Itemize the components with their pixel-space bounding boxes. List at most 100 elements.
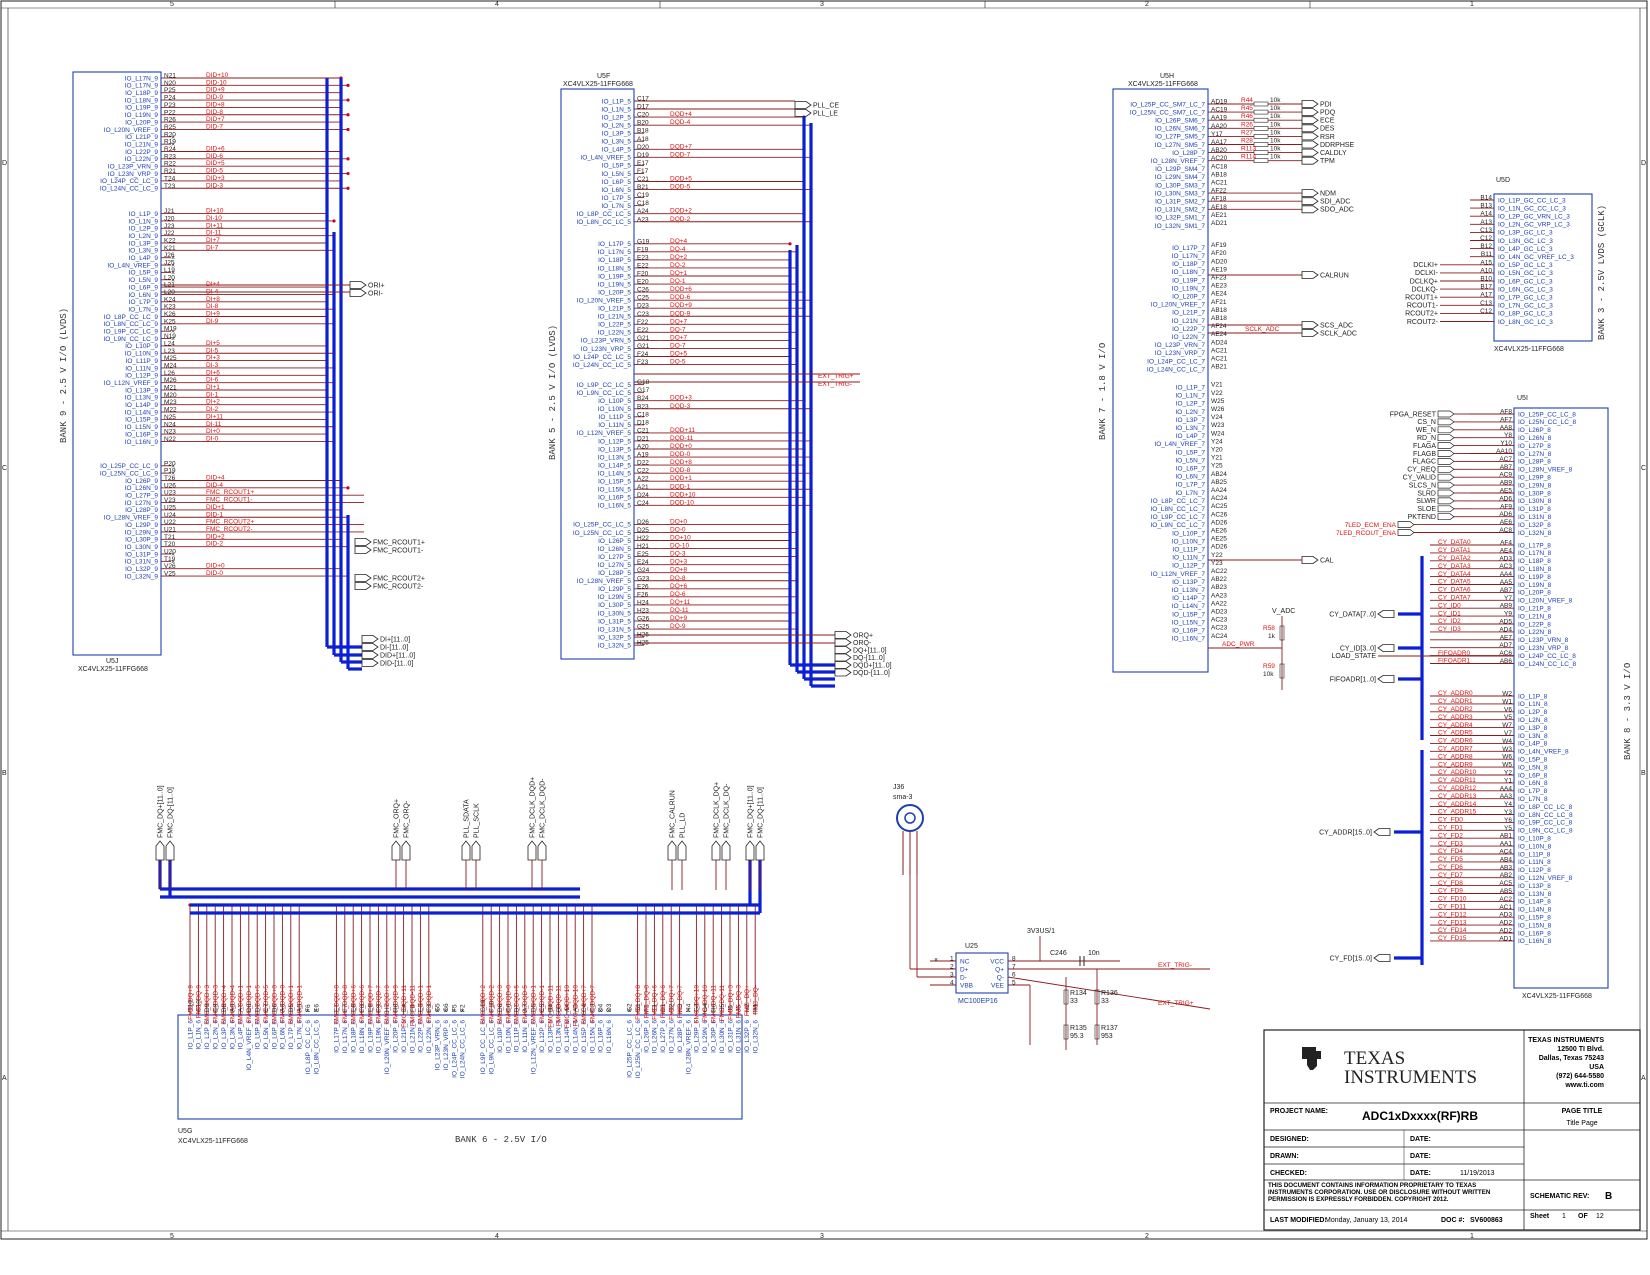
sclk-adc-port[interactable]: SCLK_ADC: [1320, 330, 1357, 337]
bank6-top-port-label[interactable]: FMC_ORQ+: [393, 799, 400, 838]
pll-port[interactable]: PLL_CE: [813, 102, 839, 109]
u5h-signal-port[interactable]: NDM: [1320, 191, 1336, 198]
bank6-top-port-label[interactable]: FMC_DQ+[11..0]: [747, 785, 754, 838]
connector-j36[interactable]: J36 sma-3: [893, 784, 924, 875]
pin-number: AC22: [1211, 568, 1228, 575]
bank6-top-port-label[interactable]: FMC_DQ-[11..0]: [757, 787, 764, 838]
pin-label: IO_L14P_6: [564, 1020, 571, 1053]
scs-adc-port[interactable]: SCS_ADC: [1320, 322, 1353, 329]
bus-port[interactable]: DID+[11..0]: [380, 652, 415, 659]
net-label: FMC_DQD+1: [531, 985, 538, 1025]
pin-number: U23: [164, 490, 176, 497]
net-label: DID-6: [206, 153, 223, 160]
net-label: DID-0: [206, 570, 223, 577]
pin-label: IO_L7P_6: [288, 1020, 295, 1050]
ori-port[interactable]: ORI-: [368, 290, 383, 297]
ori-port[interactable]: ORI+: [368, 282, 385, 289]
pin-label: IO_L8P_CC_LC_9: [104, 314, 159, 321]
bank6-top-port-label[interactable]: FMC_ORQ-: [403, 800, 410, 838]
bank6-top-port-label[interactable]: PLL_SCLK: [473, 803, 480, 838]
pin-label: IO_L22N_9: [125, 156, 159, 163]
calrun-port[interactable]: CALRUN: [1320, 272, 1349, 279]
pin-number: K22: [164, 238, 176, 245]
net-label: CY_FD0: [1438, 817, 1463, 824]
net-label: FMC_DQD-8: [342, 985, 349, 1023]
pin-number: AD24: [1211, 339, 1228, 346]
bus-port[interactable]: DQ+[11..0]: [853, 647, 887, 654]
pin-label: IO_L17N_8: [1518, 550, 1552, 557]
u5h-signal-port[interactable]: TPM: [1320, 158, 1335, 165]
bank6-top-port-label[interactable]: FMC_DCLK_DQD-: [539, 778, 546, 838]
pin-number: B23: [637, 403, 649, 410]
bank6-top-port-label[interactable]: FMC_CALRUN: [669, 790, 676, 838]
pin-number: C21: [637, 427, 649, 434]
pin-label: IO_L26N_6: [652, 1020, 659, 1054]
cy-data-bus-port[interactable]: CY_DATA[7..0]: [1329, 611, 1376, 618]
fmc-rcout1-port[interactable]: FMC_RCOUT1-: [373, 547, 424, 554]
bank6-top-port-label[interactable]: FMC_DQ-[11..0]: [167, 787, 174, 838]
cy-addr-bus-port[interactable]: CY_ADDR[15..0]: [1319, 829, 1372, 836]
bus-port[interactable]: DQ-[11..0]: [853, 655, 885, 662]
pin-label: IO_L8N_CC_LC_8: [1518, 812, 1573, 819]
cal-port[interactable]: CAL: [1320, 557, 1334, 564]
bus-port[interactable]: ORQ+: [853, 632, 873, 639]
bank6-top-port-label[interactable]: FMC_DQ+[11..0]: [157, 785, 164, 838]
zone-number-top: 2: [1145, 1, 1149, 8]
fmc-rcout1-port[interactable]: FMC_RCOUT1+: [373, 539, 425, 546]
u5h-signal-port[interactable]: CALDLY: [1320, 150, 1347, 157]
u5h-signal-port[interactable]: DDRPHSE: [1320, 142, 1355, 149]
u5h-signal-port[interactable]: PDI: [1320, 101, 1332, 108]
bank6-top-port-label[interactable]: FMC_DCLK_DQ+: [713, 782, 720, 838]
u5h-signal-port[interactable]: PDQ: [1320, 110, 1336, 117]
u5h-signal-port[interactable]: SDI_ADC: [1320, 199, 1350, 206]
pin-label: IO_L18N_7: [1172, 269, 1206, 276]
pin-label: IO_L2P_6: [204, 1020, 211, 1050]
clock-signal-label: RCOUT1+: [1405, 295, 1438, 302]
fmc-rcout2-port[interactable]: FMC_RCOUT2+: [373, 575, 425, 582]
sheet-of-label: OF: [1578, 1213, 1588, 1220]
cy-fd-bus-port[interactable]: CY_FD[15..0]: [1330, 955, 1372, 962]
cy-id-bus-port[interactable]: CY_ID[3..0]: [1340, 645, 1376, 652]
u5h-signal-port[interactable]: SDO_ADC: [1320, 207, 1354, 214]
net-label: DI-8: [206, 303, 219, 310]
pll-port[interactable]: PLL_LE: [813, 110, 838, 117]
bus-port[interactable]: DID-[11..0]: [380, 660, 413, 667]
bank6-top-port-label[interactable]: PLL_SDATA: [463, 799, 470, 838]
pin-label: IO_L16N_7: [1172, 636, 1206, 643]
no-connect-icon: ×: [171, 463, 175, 470]
pin-number: P22: [164, 109, 176, 116]
bus-port[interactable]: DQD-[11..0]: [853, 670, 890, 677]
no-connect-icon: ×: [171, 255, 175, 262]
pin-number: C10: [196, 1000, 203, 1012]
bank6-top-port-label[interactable]: PLL_LD: [679, 813, 686, 838]
offpage-connector-icon: [1437, 505, 1455, 513]
bank6-top-port-label[interactable]: FMC_DCLK_DQD+: [529, 777, 536, 838]
pin-label: IO_L28P_7: [1172, 150, 1205, 157]
u5h-signal-port[interactable]: RSR: [1320, 134, 1335, 141]
bank6-top-port-label[interactable]: FMC_DCLK_DQ-: [723, 783, 730, 838]
fmc-rcout2-port[interactable]: FMC_RCOUT2-: [373, 583, 424, 590]
net-label: DID-9: [206, 94, 223, 101]
bus-port[interactable]: DQD+[11..0]: [853, 662, 892, 669]
pin-number: AD21: [1211, 220, 1228, 227]
offpage-connector-icon: [1437, 513, 1455, 521]
u5h-signal-port[interactable]: ECE: [1320, 118, 1335, 125]
pin-number: AC20: [1211, 155, 1228, 162]
bus-port[interactable]: DI+[11..0]: [380, 636, 410, 643]
pin-label: IO_L14N_8: [1518, 907, 1552, 914]
fifoadr-bus-port[interactable]: FIFOADR[1..0]: [1330, 676, 1376, 683]
u5h-signal-port[interactable]: DES: [1320, 126, 1335, 133]
bus-port[interactable]: DI-[11..0]: [380, 644, 408, 651]
bus-port[interactable]: ORQ-: [853, 640, 872, 647]
net-label: CY_ADDR3: [1438, 714, 1473, 721]
net-label: DQ+7: [670, 334, 688, 341]
pin-number: A13: [1480, 219, 1492, 226]
